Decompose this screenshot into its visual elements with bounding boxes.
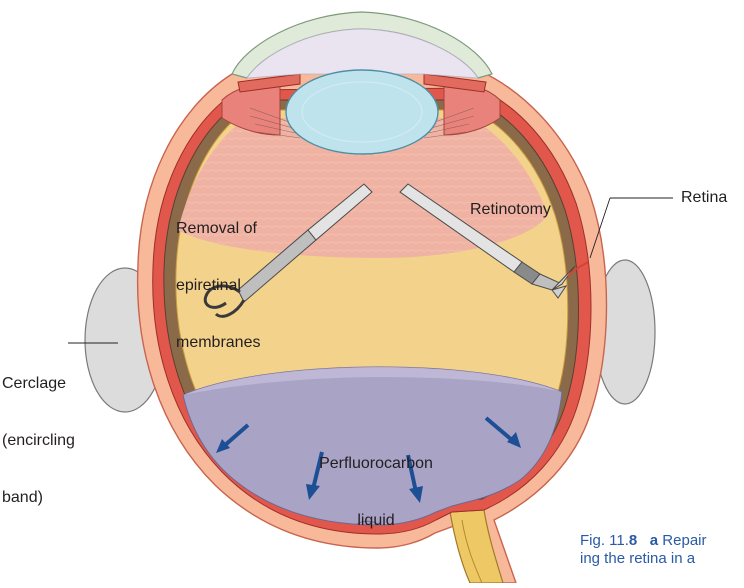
caption-fig-prefix: Fig. 11. [580, 532, 629, 549]
label-removal-line3: membranes [176, 333, 260, 352]
label-removal-epiretinal: Removal of epiretinal membranes [176, 181, 260, 371]
label-cerclage: Cerclage (encircling band) [2, 336, 75, 526]
label-pfc-line1: Perfluorocarbon [296, 454, 456, 473]
figure-caption: Fig. 11.8 a Repair ing the retina in a [580, 532, 744, 583]
caption-line1-text: Repair [662, 532, 706, 549]
caption-line-1: Fig. 11.8 a Repair [580, 532, 744, 550]
label-removal-line2: epiretinal [176, 276, 260, 295]
caption-fig-number: 8 [629, 532, 637, 549]
label-cerclage-line1: Cerclage [2, 374, 75, 393]
lens [286, 70, 438, 154]
label-perfluorocarbon: Perfluorocarbon liquid [296, 416, 456, 549]
label-retinotomy: Retinotomy [470, 200, 551, 219]
label-cerclage-line2: (encircling [2, 431, 75, 450]
label-retina: Retina [681, 188, 727, 207]
label-removal-line1: Removal of [176, 219, 260, 238]
caption-line-2: ing the retina in a [580, 550, 744, 568]
label-pfc-line2: liquid [296, 511, 456, 530]
label-cerclage-line3: band) [2, 488, 75, 507]
caption-part-letter: a [650, 532, 658, 549]
